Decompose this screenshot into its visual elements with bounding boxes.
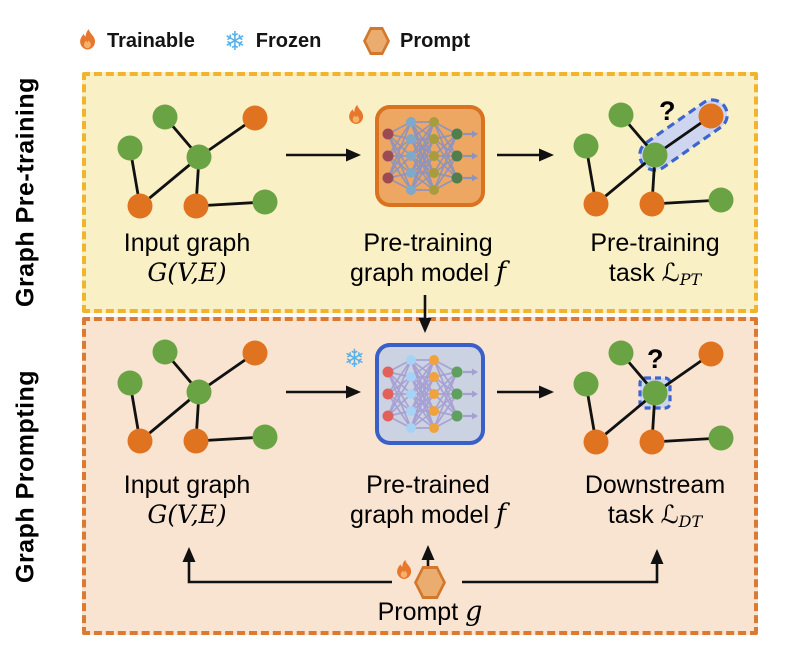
- pretraining-question-mark: ?: [659, 96, 676, 126]
- legend-item-trainable: Trainable: [80, 24, 195, 58]
- pretraining-task-graph: [573, 98, 734, 217]
- trainable-flame-icon: [349, 104, 364, 124]
- downstream-task-label: Downstream task ℒDT: [584, 471, 726, 531]
- prompt-label: Prompt g: [377, 596, 483, 627]
- hexagon-icon: [363, 27, 390, 55]
- prompting-input-label: Input graph G(V,E): [77, 470, 297, 530]
- graph-math-notation: G(V,E): [147, 258, 227, 287]
- prompt-flame-icon: [397, 559, 412, 579]
- downstream-task-graph: [573, 340, 734, 455]
- legend-frozen-label: Frozen: [255, 29, 322, 52]
- legend-prompt-label: Prompt: [400, 29, 470, 52]
- pretraining-input-label: Input graph G(V,E): [77, 228, 297, 288]
- pretraining-model-box: [375, 105, 485, 207]
- legend-item-prompt: Prompt: [363, 24, 470, 58]
- input-graph-prompting: [117, 339, 278, 454]
- input-graph-pretraining: [117, 104, 278, 219]
- pretraining-model-label: Pre-training graph model f: [350, 229, 506, 288]
- pretraining-side-label: Graph Pre-training: [11, 77, 40, 308]
- frozen-snowflake-icon: ❄: [344, 345, 365, 373]
- prompting-side-label: Graph Prompting: [11, 369, 40, 583]
- neural-network-icon: [382, 117, 478, 195]
- legend-trainable-label: Trainable: [107, 29, 195, 52]
- legend-item-frozen: ❄ Frozen: [224, 24, 321, 58]
- downstream-question-mark: ?: [647, 344, 664, 374]
- snowflake-icon: ❄: [224, 26, 246, 56]
- neural-network-icon: [382, 355, 478, 433]
- pretrained-model-box: [375, 343, 485, 445]
- pretraining-task-label: Pre-training task ℒPT: [590, 229, 720, 289]
- flame-icon: [80, 29, 96, 50]
- graph-math-notation: G(V,E): [147, 500, 227, 529]
- prompting-model-label: Pre-trained graph model f: [350, 471, 506, 530]
